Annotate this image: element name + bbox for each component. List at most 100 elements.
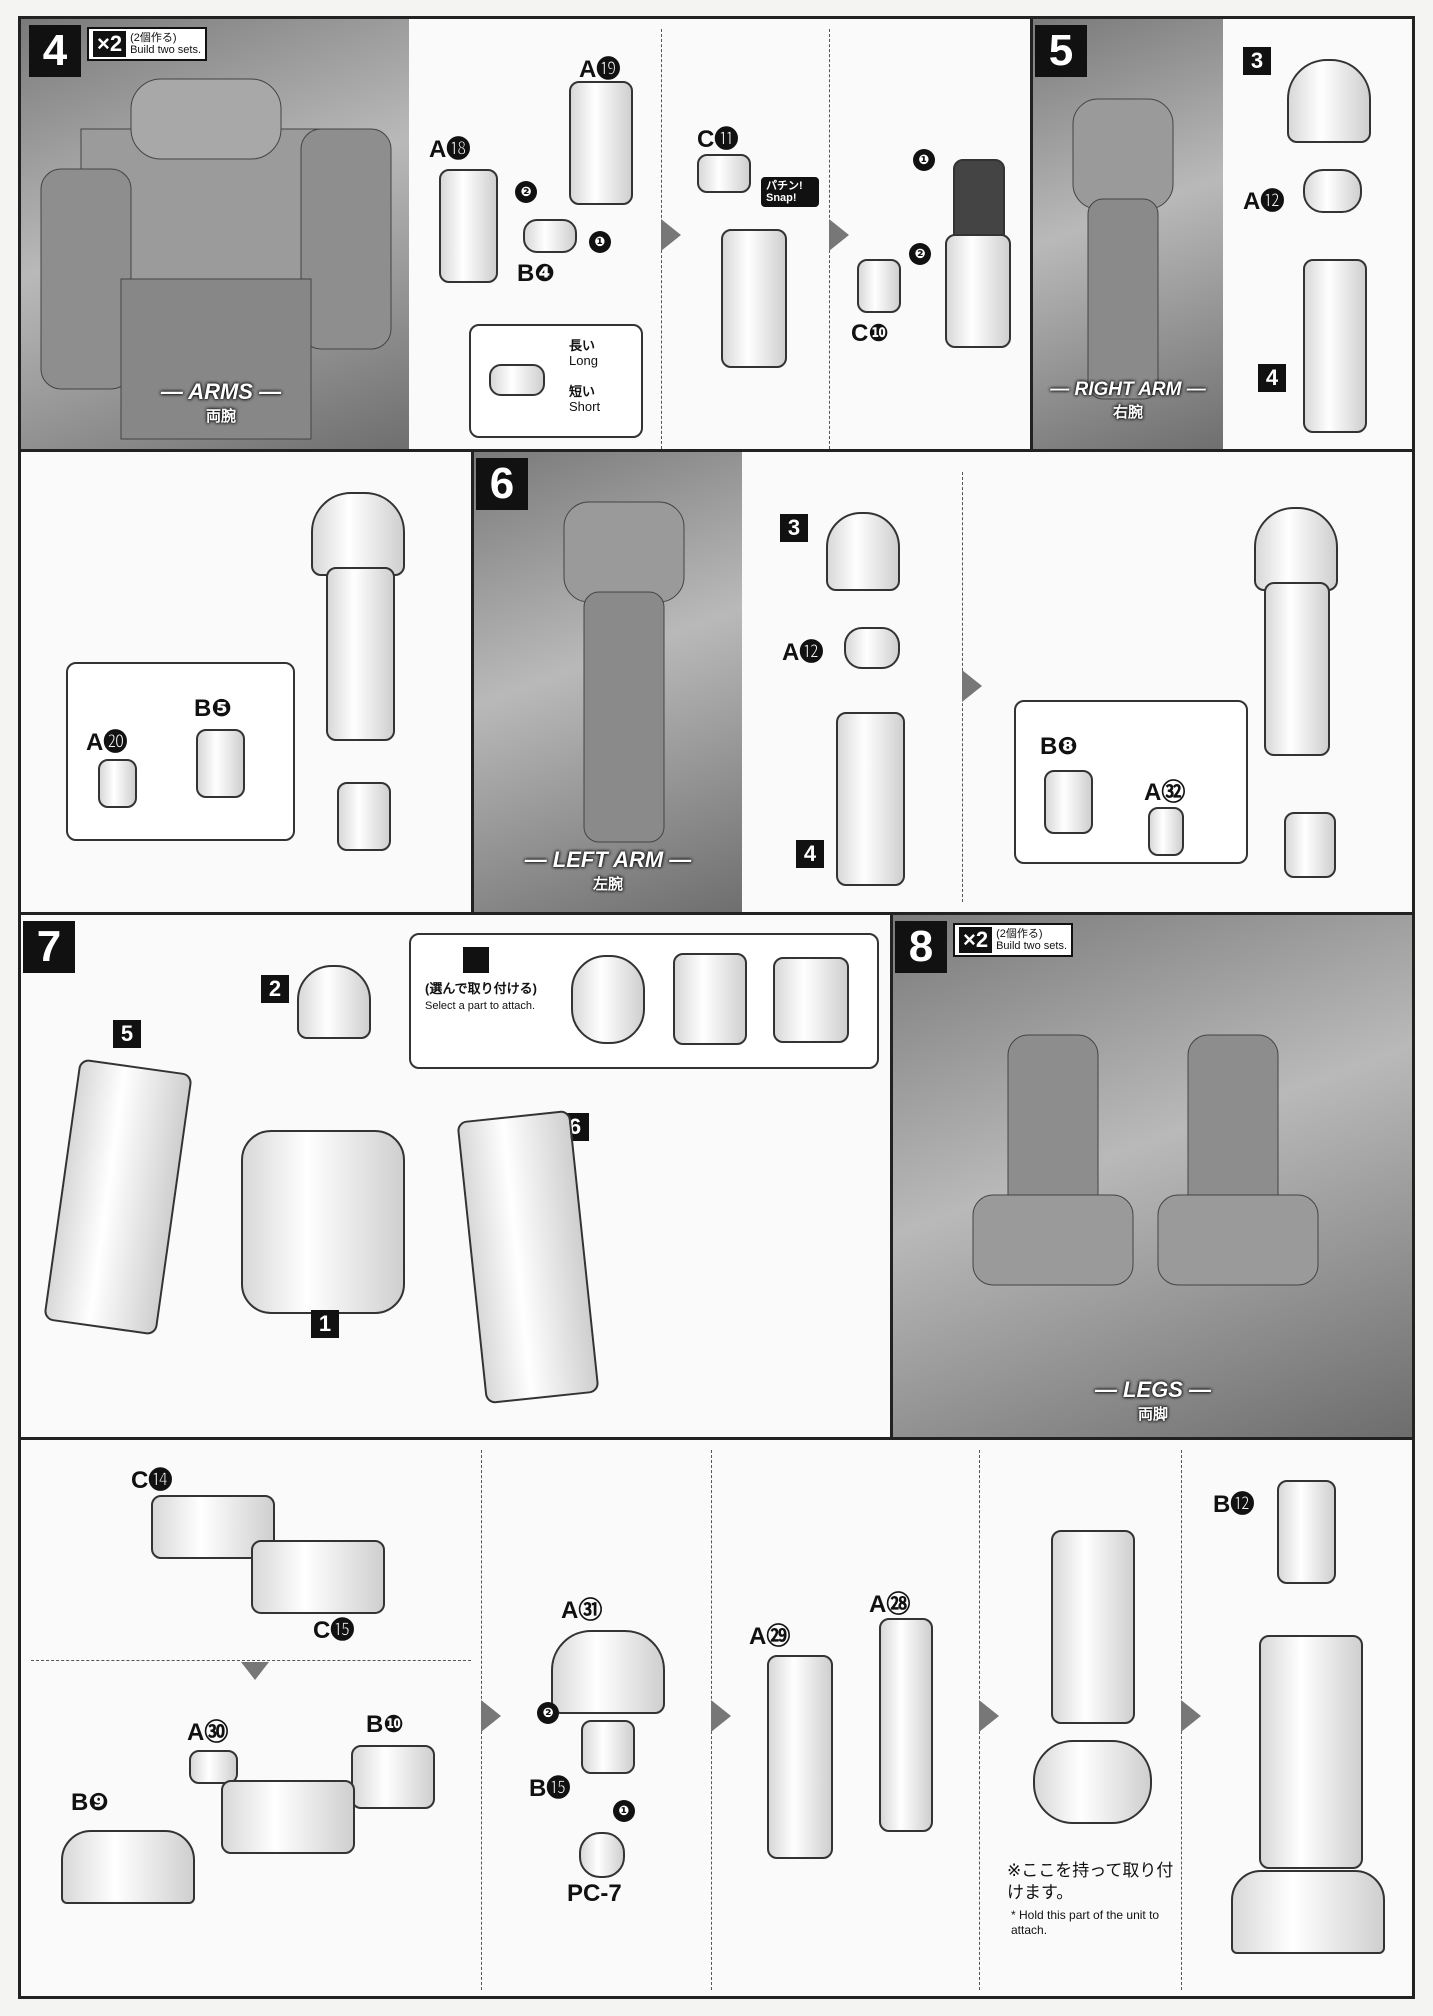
select-jp: (選んで取り付ける) xyxy=(425,981,538,996)
hand-part xyxy=(1284,812,1336,878)
shin-assembly xyxy=(1051,1530,1135,1724)
section-en: — ARMS — xyxy=(160,379,282,404)
hand-part xyxy=(337,782,391,851)
part-label-a12: A⓬ xyxy=(1243,188,1285,215)
multiplier-jp: (2個作る) xyxy=(130,32,177,44)
ankle-part xyxy=(1033,1740,1152,1824)
foot-assembly xyxy=(221,1780,355,1854)
part-label-pc7: PC-7 xyxy=(567,1880,622,1907)
snap-callout: パチン! Snap! xyxy=(761,177,819,207)
arm-assembly-4 xyxy=(836,712,905,886)
section-jp: 両脚 xyxy=(1137,1406,1168,1423)
section-label: — RIGHT ARM — 右腕 xyxy=(1033,379,1223,422)
next-step-arrow-icon xyxy=(1181,1700,1201,1732)
section-en: — LEFT ARM — xyxy=(524,847,692,872)
hold-note-jp: ※ここを持って取り付けます。 xyxy=(1007,1861,1174,1902)
part-b15 xyxy=(581,1720,635,1774)
assembly-ref-4: 4 xyxy=(796,840,824,868)
part-label-a12: A⓬ xyxy=(782,639,824,666)
left-arm-reference-image xyxy=(474,452,742,912)
part-c10 xyxy=(857,259,901,313)
part-label-c10: C❿ xyxy=(851,320,889,347)
multiplier: ×2 xyxy=(959,927,993,953)
robot-arms-illustration xyxy=(40,78,392,440)
robot-legs-illustration xyxy=(972,1034,1319,1286)
step-number: 8 xyxy=(895,921,947,973)
part-a18 xyxy=(439,169,498,283)
step-8-panel: 8 ×2 (2個作る) Build two sets. — LEGS — 両脚 xyxy=(890,912,1415,1440)
section-jp: 両腕 xyxy=(205,408,236,425)
robot-right-arm-illustration xyxy=(1072,98,1174,400)
build-two-sets-badge: ×2 (2個作る) Build two sets. xyxy=(953,923,1074,957)
part-label-a19: A⓳ xyxy=(579,56,621,83)
part-label-b10: B❿ xyxy=(366,1711,404,1738)
step-6-panel: 6 — LEFT ARM — 左腕 3 A⓬ 4 B❽ A㉜ xyxy=(471,449,1415,915)
robot-left-arm-illustration xyxy=(563,501,685,843)
detail-bubble: B❽ A㉜ xyxy=(1014,700,1248,864)
step-number: 5 xyxy=(1035,25,1087,77)
shoulder-part xyxy=(826,512,900,591)
step-number: 6 xyxy=(476,458,528,510)
upper-arm-part xyxy=(326,567,395,741)
leg-assembly xyxy=(1259,1635,1363,1869)
part-a12 xyxy=(844,627,900,669)
section-jp: 右腕 xyxy=(1112,404,1143,421)
section-en: — RIGHT ARM — xyxy=(1050,379,1206,400)
arms-reference-image xyxy=(21,19,409,449)
step-5-panel: 5 — RIGHT ARM — 右腕 3 A⓬ 4 xyxy=(1030,16,1415,452)
part-b12 xyxy=(1277,1480,1336,1584)
multiplier-en: Build two sets. xyxy=(996,940,1068,952)
head-option-1 xyxy=(571,955,645,1044)
next-step-arrow-icon xyxy=(979,1700,999,1732)
shoulder-part xyxy=(1254,507,1338,591)
forearm-part xyxy=(945,234,1011,348)
size-short-en: Short xyxy=(569,399,601,414)
step-7-panel: 7 2 (選んで取り付ける) Select a part to attach. … xyxy=(18,912,893,1440)
part-label-b15: B⓯ xyxy=(529,1775,571,1802)
assembly-ref-1: 1 xyxy=(311,1310,339,1338)
select-part-box: (選んで取り付ける) Select a part to attach. xyxy=(409,933,879,1069)
upper-arm-part xyxy=(1264,582,1330,756)
part-a29 xyxy=(767,1655,833,1859)
part-label-a32: A㉜ xyxy=(1144,779,1186,806)
next-step-arrow-icon xyxy=(481,1700,501,1732)
head-part xyxy=(297,965,371,1039)
multiplier: ×2 xyxy=(93,31,127,57)
head-option-3 xyxy=(773,957,849,1043)
assembly-ref-4: 4 xyxy=(1258,364,1286,392)
section-jp: 左腕 xyxy=(592,876,623,893)
order-marker-1: ❶ xyxy=(613,1800,635,1822)
section-en: — LEGS — xyxy=(1094,1377,1212,1402)
part-a32 xyxy=(1148,807,1184,856)
step-number: 4 xyxy=(29,25,81,77)
multiplier-en: Build two sets. xyxy=(130,44,202,56)
left-arm-assembly xyxy=(456,1109,600,1405)
part-c14 xyxy=(151,1495,275,1559)
next-step-arrow-icon xyxy=(962,670,982,702)
part-label-a30: A㉚ xyxy=(187,1719,229,1746)
order-marker-1: ❶ xyxy=(589,231,611,253)
legs-assembly-panel: C⓮ C⓯ A㉚ B❿ B❾ A㉛ ❷ B⓯ ❶ PC-7 A㉙ A㉘ ※ここを… xyxy=(18,1437,1415,1999)
order-marker-2: ❷ xyxy=(515,181,537,203)
next-step-arrow-icon xyxy=(829,219,849,251)
assembly-ref-2: 2 xyxy=(261,975,289,1003)
poly-cap-pc7 xyxy=(579,1832,625,1878)
part-label-b9: B❾ xyxy=(71,1789,109,1816)
part-label-b12: B⓬ xyxy=(1213,1491,1255,1518)
part-a31 xyxy=(551,1630,665,1714)
size-long-jp: 長い xyxy=(569,338,596,353)
multiplier-jp: (2個作る) xyxy=(996,928,1043,940)
order-marker-2: ❷ xyxy=(537,1702,559,1724)
torso-part xyxy=(241,1130,405,1314)
build-two-sets-badge: ×2 (2個作る) Build two sets. xyxy=(87,27,208,61)
assembly-ref-3: 3 xyxy=(1243,47,1271,75)
right-arm-reference-image xyxy=(1033,19,1223,449)
part-label-a20: A⓴ xyxy=(86,729,128,756)
section-label: — LEGS — 両脚 xyxy=(1033,1377,1273,1424)
part-b10 xyxy=(351,1745,435,1809)
part-label-b8: B❽ xyxy=(1040,733,1078,760)
part-a12 xyxy=(1303,169,1362,213)
next-step-arrow-icon xyxy=(711,1700,731,1732)
down-arrow-icon xyxy=(241,1662,269,1680)
detail-bubble: A⓴ B❺ xyxy=(66,662,295,841)
